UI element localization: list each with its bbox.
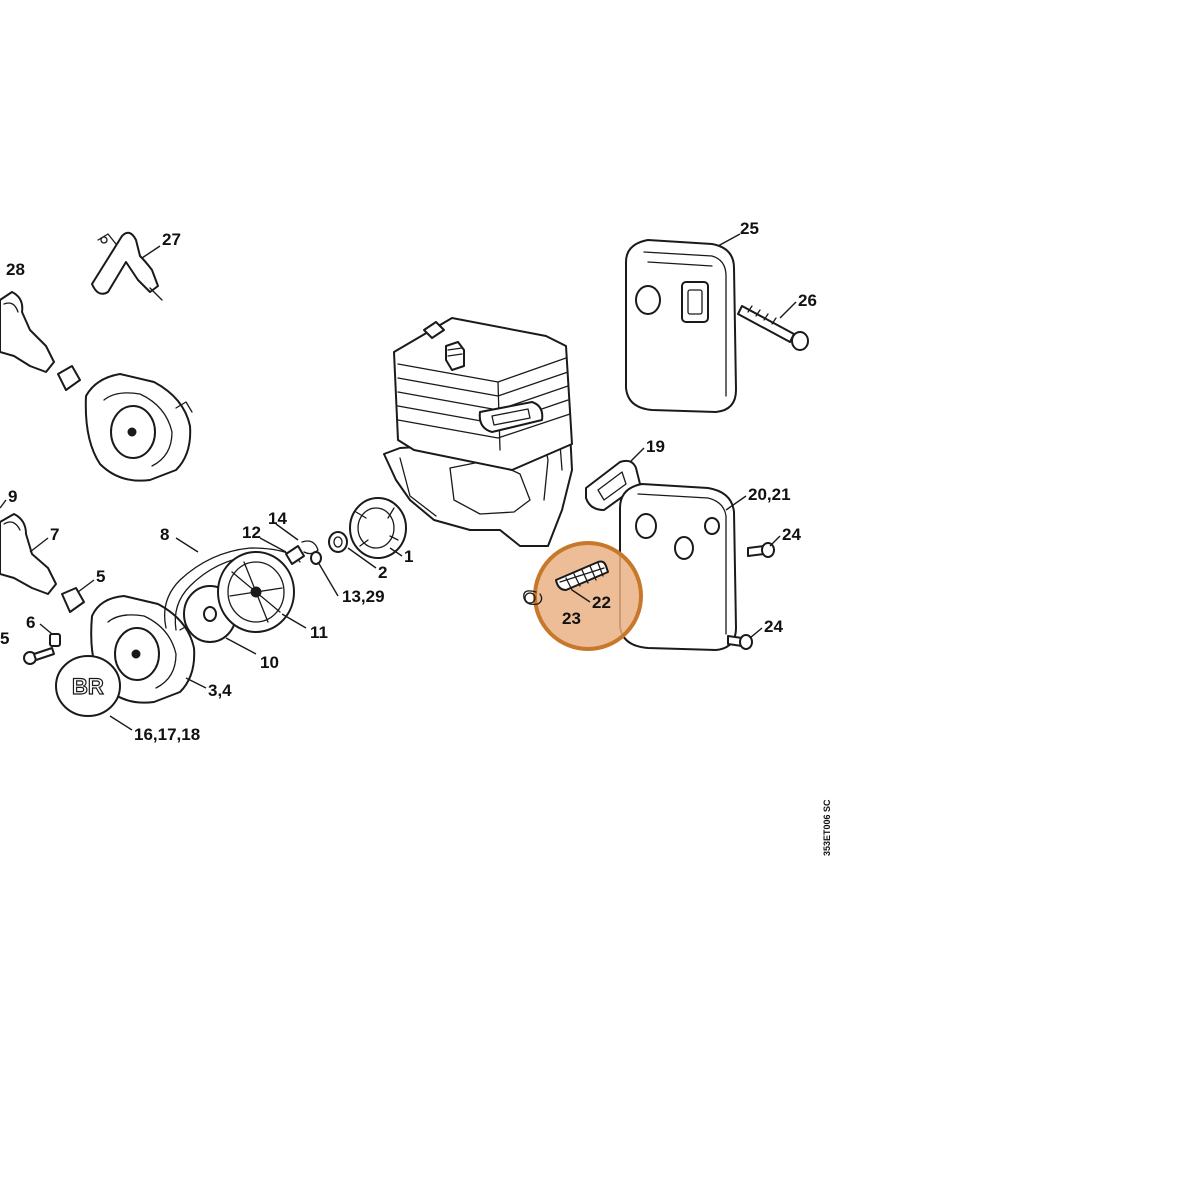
label-23: 23 <box>562 609 581 628</box>
part-27-lever <box>91 231 163 301</box>
label-28: 28 <box>6 260 25 279</box>
part-11-rope-rotor <box>217 551 295 633</box>
label-24-lower: 24 <box>764 617 783 636</box>
drawing-code: 353ET006 SC <box>822 799 832 856</box>
part-23-clip <box>523 590 543 606</box>
label-6: 6 <box>26 613 35 632</box>
part-22-spark-arrestor-screen <box>555 560 609 591</box>
label-11: 11 <box>310 623 328 642</box>
label-16-17-18: 16,17,18 <box>134 725 200 744</box>
label-1: 1 <box>404 547 413 566</box>
label-7: 7 <box>50 525 59 544</box>
leader-lines <box>0 233 797 731</box>
part-2-nut <box>328 531 348 553</box>
part-26-bolt <box>737 305 809 351</box>
highlight-circle-22-23 <box>533 541 643 651</box>
part-24-screw-lower <box>727 634 753 650</box>
part-12-pawl <box>285 545 305 565</box>
label-27: 27 <box>162 230 181 249</box>
part-1-starter-cup <box>349 497 407 559</box>
label-9: 9 <box>8 487 17 506</box>
label-22: 22 <box>592 593 611 612</box>
part-7-9-lower-handle <box>0 513 85 613</box>
cover-brand-text: BR <box>72 674 104 699</box>
part-16-17-18-cover-plate: BR <box>55 655 121 717</box>
part-25-muffler-upper <box>625 239 737 413</box>
label-19: 19 <box>646 437 665 456</box>
part-13-29-washer <box>310 551 322 565</box>
label-5-upper: 5 <box>96 567 105 586</box>
label-25: 25 <box>740 219 759 238</box>
label-10: 10 <box>260 653 279 672</box>
part-14-spring-clip <box>301 540 319 555</box>
part-6-screw <box>49 633 61 647</box>
part-24-screw-upper <box>747 542 775 558</box>
label-14: 14 <box>268 509 287 528</box>
label-13-29: 13,29 <box>342 587 385 606</box>
part-5-screw-lower <box>23 647 55 665</box>
part-labels: 27 28 25 26 19 20,21 24 24 22 23 1 2 14 … <box>0 219 817 744</box>
label-5-lower: 5 <box>0 629 9 648</box>
label-26: 26 <box>798 291 817 310</box>
part-28-handle-assembly <box>0 291 193 482</box>
label-24-upper: 24 <box>782 525 801 544</box>
label-2: 2 <box>378 563 387 582</box>
label-3-4: 3,4 <box>208 681 232 700</box>
label-20-21: 20,21 <box>748 485 791 504</box>
part-20-21-muffler-lower <box>619 483 737 651</box>
label-8: 8 <box>160 525 169 544</box>
engine-block <box>383 317 573 547</box>
label-12: 12 <box>242 523 261 542</box>
